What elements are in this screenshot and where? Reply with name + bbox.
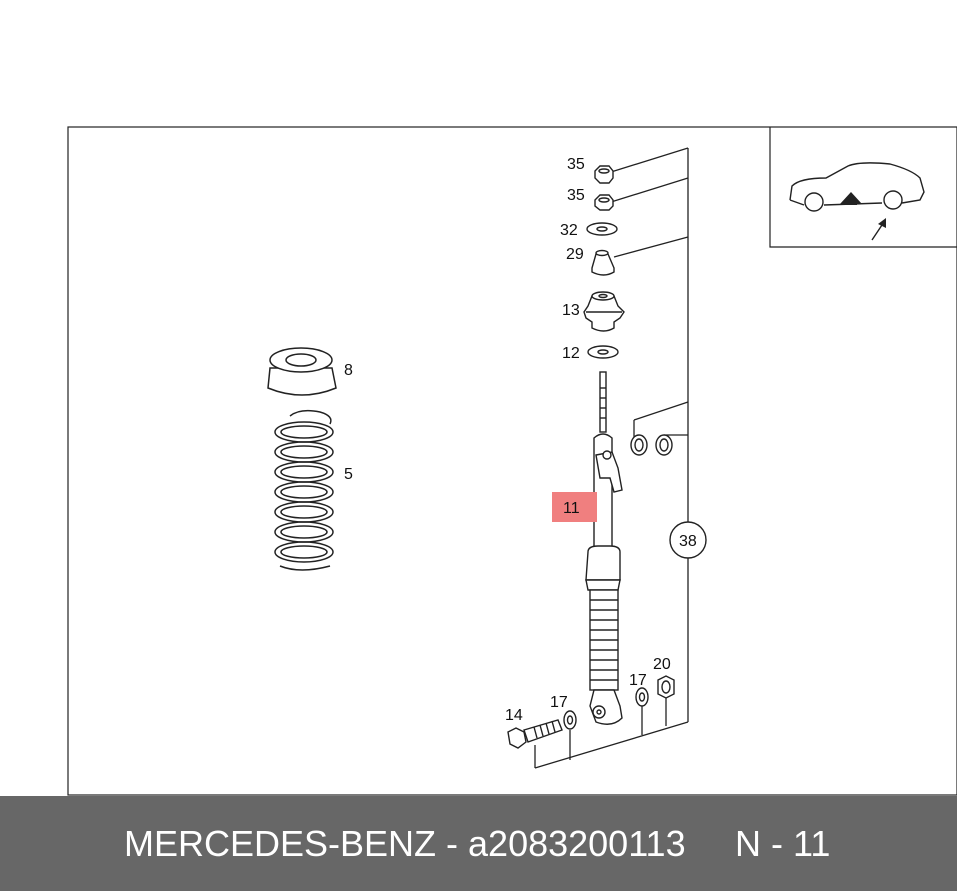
coil-spring-part bbox=[274, 409, 334, 571]
label-washer-right: 17 bbox=[629, 672, 647, 689]
label-nut-lower: 35 bbox=[567, 187, 585, 204]
kit-badge bbox=[669, 521, 707, 559]
label-washer-low: 12 bbox=[562, 345, 580, 362]
label-shock-absorber: 11 bbox=[563, 500, 580, 517]
label-coil-spring: 5 bbox=[344, 466, 353, 483]
highlight-box bbox=[552, 492, 597, 522]
label-washer-top: 32 bbox=[560, 222, 578, 239]
parts-diagram: 35 35 32 29 13 12 8 5 11 38 14 17 17 20 bbox=[67, 126, 957, 796]
washer-pair-side bbox=[630, 434, 673, 456]
mount-part bbox=[583, 291, 625, 332]
washer-top-part bbox=[586, 222, 618, 236]
assembly-bracket bbox=[534, 147, 689, 769]
buffer-part bbox=[591, 249, 615, 276]
label-washer-left: 17 bbox=[550, 694, 568, 711]
label-bolt: 14 bbox=[505, 707, 523, 724]
inset-frame bbox=[769, 127, 957, 248]
washer-left-part bbox=[563, 710, 577, 730]
diagram-frame bbox=[67, 126, 957, 796]
bolt-part bbox=[507, 719, 563, 749]
label-spring-seat: 8 bbox=[344, 362, 353, 379]
washer-right-part bbox=[635, 687, 649, 707]
diagram-reference: N - 11 bbox=[735, 823, 831, 864]
label-buffer: 29 bbox=[566, 246, 584, 263]
nut-lower-part bbox=[594, 194, 614, 211]
label-nut-upper: 35 bbox=[567, 156, 585, 173]
nut-bottom-part bbox=[657, 675, 675, 699]
footer-bar: MERCEDES-BENZ - a2083200113 N - 11 bbox=[0, 796, 957, 891]
washer-low-part bbox=[587, 345, 619, 359]
brand-part-number: MERCEDES-BENZ - a2083200113 bbox=[124, 823, 686, 864]
nut-upper-part bbox=[594, 165, 614, 184]
label-mount: 13 bbox=[562, 302, 580, 319]
spring-seat-part bbox=[267, 347, 337, 396]
label-nut-bottom: 20 bbox=[653, 656, 671, 673]
shock-absorber-part bbox=[585, 371, 623, 725]
car-location-icon bbox=[789, 162, 925, 241]
label-kit: 38 bbox=[679, 533, 697, 550]
